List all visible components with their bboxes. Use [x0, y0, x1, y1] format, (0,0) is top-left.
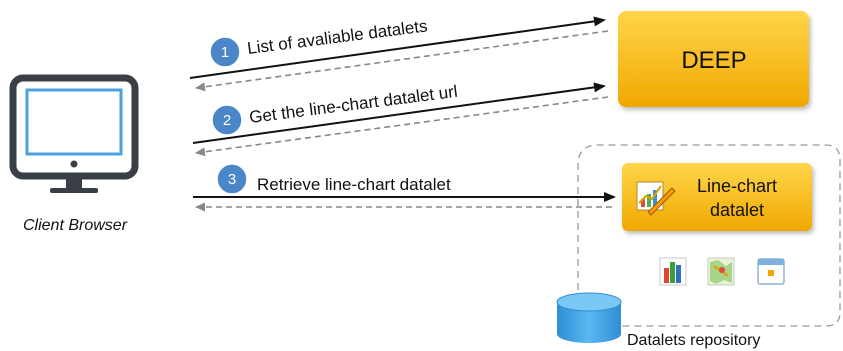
bar-chart-datalet-icon — [659, 257, 687, 286]
line-chart-datalet-box — [622, 163, 812, 231]
step-2-request-arrow — [192, 82, 606, 144]
datalet-label-line2: datalet — [710, 200, 764, 220]
svg-text:2: 2 — [223, 112, 231, 129]
line-chart-icon — [636, 181, 676, 216]
window-datalet-icon — [757, 258, 785, 285]
client-monitor-icon — [9, 74, 139, 193]
client-browser-label: Client Browser — [23, 217, 128, 234]
step-1-label: List of avaliable datalets — [246, 16, 428, 58]
datalet-label-line1: Line-chart — [697, 176, 777, 196]
datalets-repository-label: Datalets repository — [627, 332, 760, 349]
deep-box — [618, 11, 809, 107]
repository-boundary — [577, 144, 841, 327]
step-3-badge: 3 — [216, 163, 248, 195]
step-1-badge: 1 — [209, 36, 241, 68]
svg-text:1: 1 — [221, 44, 229, 61]
svg-text:3: 3 — [228, 171, 236, 188]
deep-label: DEEP — [681, 47, 746, 74]
database-icon — [556, 292, 622, 343]
step-2-badge: 2 — [211, 104, 243, 136]
map-datalet-icon — [707, 257, 735, 286]
step-1-request-arrow — [189, 16, 606, 79]
step-3-label: Retrieve line-chart datalet — [257, 175, 451, 194]
